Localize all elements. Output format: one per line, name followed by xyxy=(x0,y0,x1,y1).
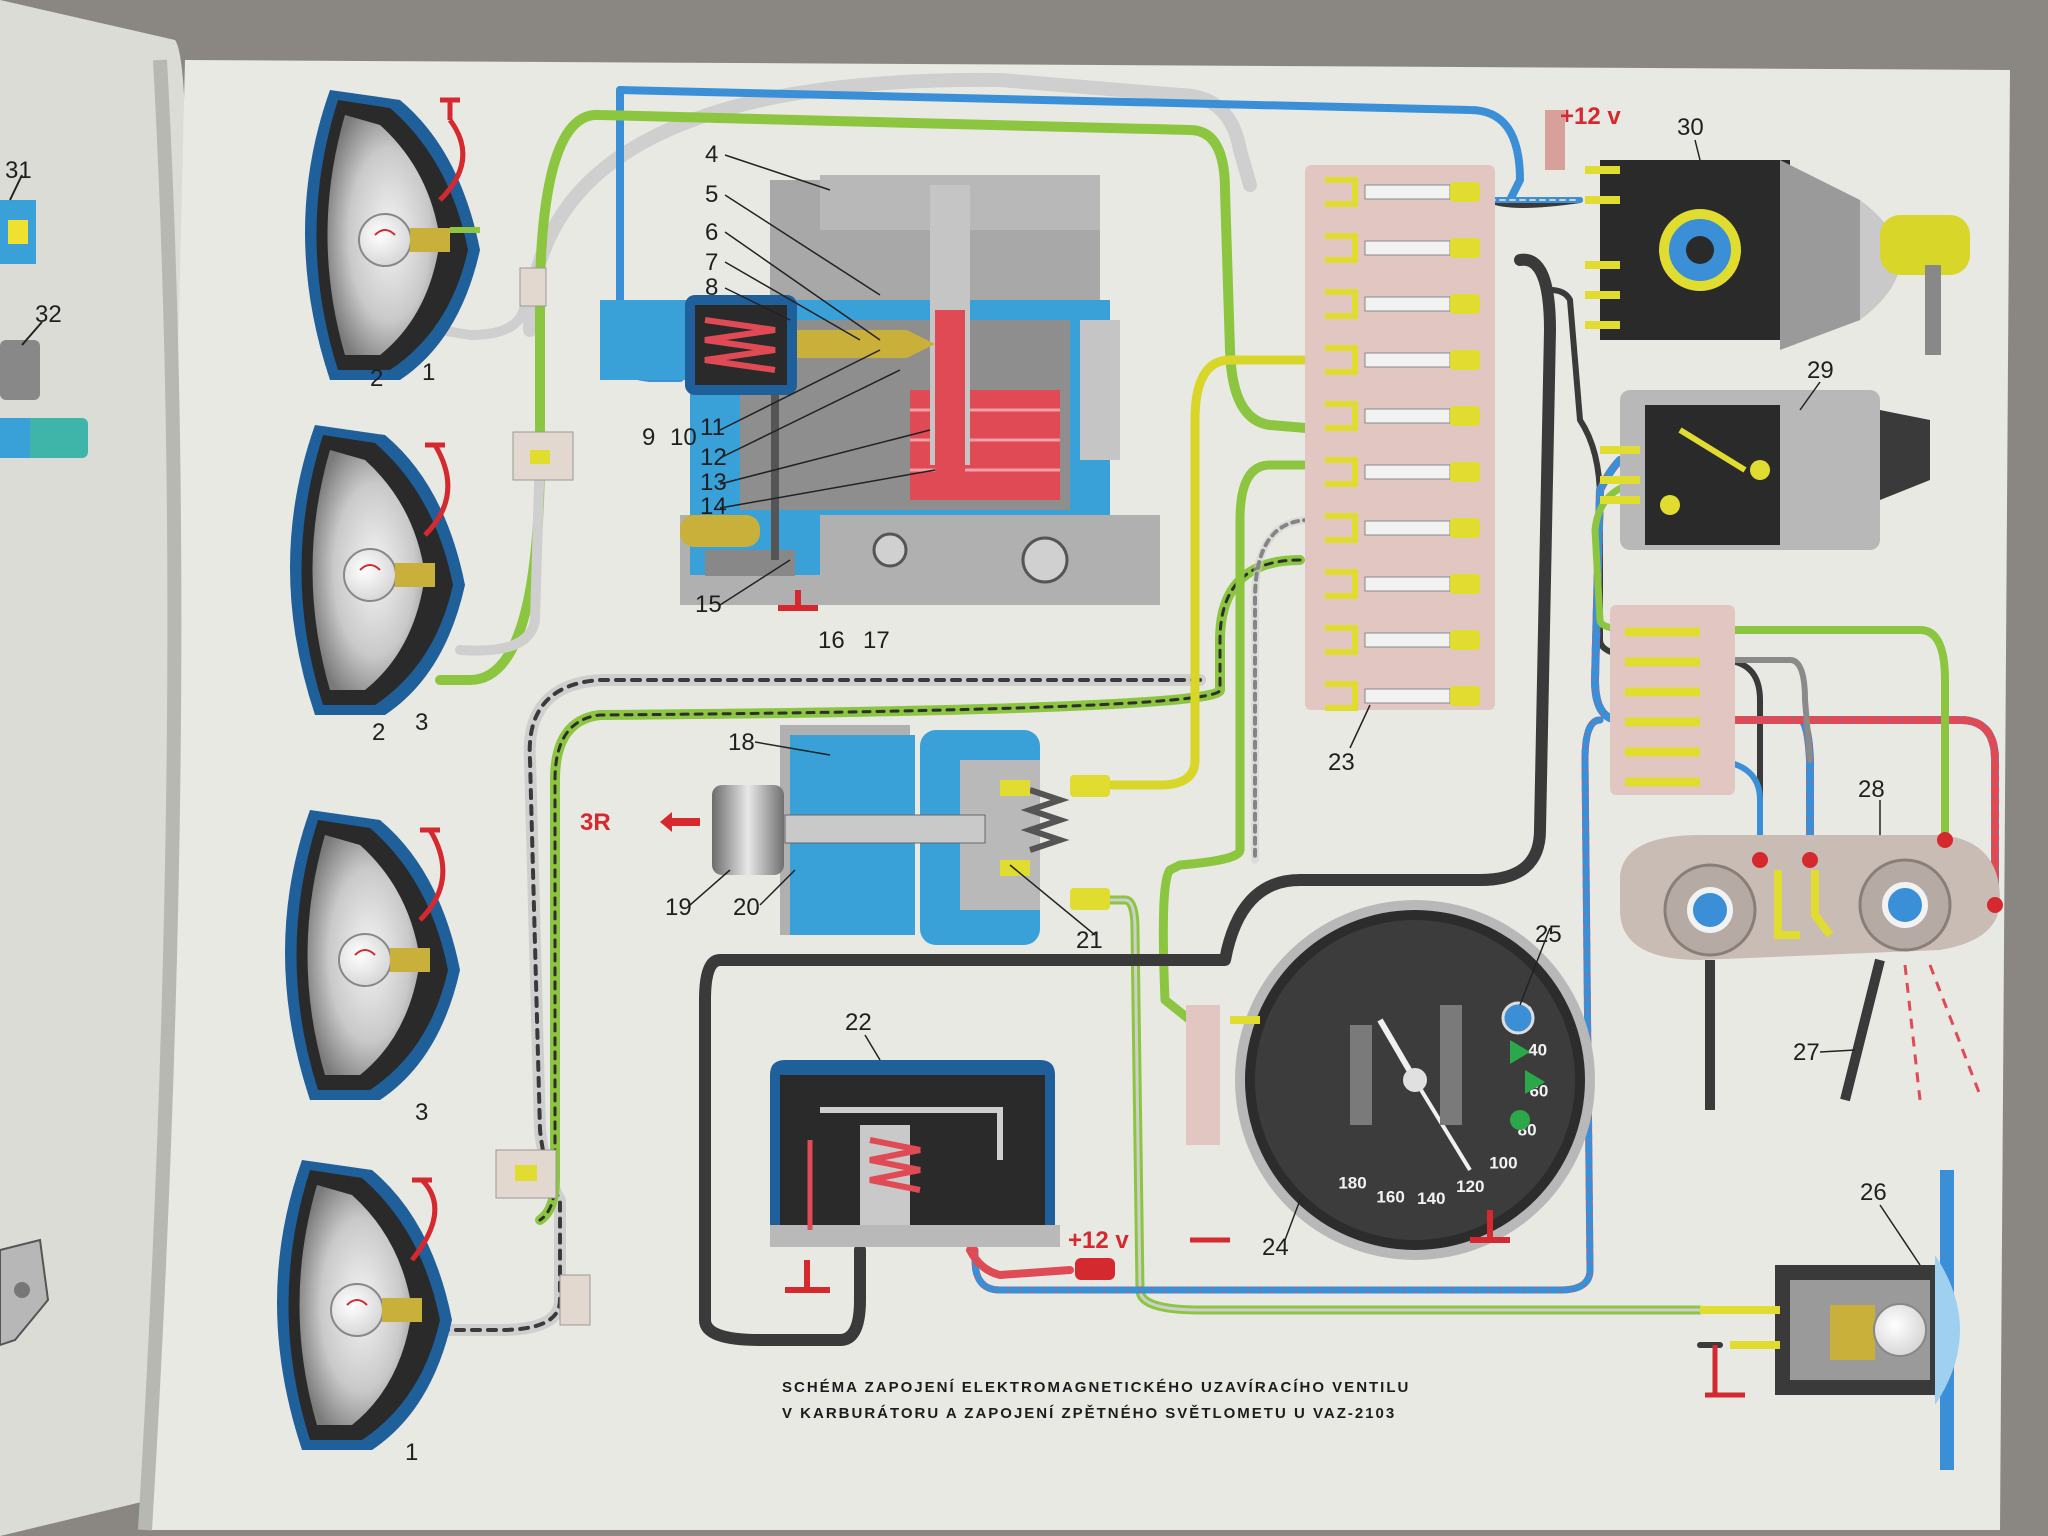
label-30: 30 xyxy=(1677,114,1704,141)
column-switch xyxy=(1620,832,2003,1110)
label-32: 32 xyxy=(35,301,62,328)
label-26: 26 xyxy=(1860,1179,1887,1206)
label-21: 21 xyxy=(1076,927,1103,954)
leader-lines xyxy=(689,139,1921,1266)
reversing-lamp xyxy=(1700,1170,1960,1470)
label-1b: 1 xyxy=(405,1439,418,1466)
label-7: 7 xyxy=(705,249,718,276)
speedometer-tick-label: 120 xyxy=(1456,1177,1484,1196)
headlamp-2-upper xyxy=(290,425,465,715)
label-28: 28 xyxy=(1858,776,1885,803)
direction-mark: 3R xyxy=(580,809,611,836)
speedometer-tick-label: 160 xyxy=(1376,1188,1404,1207)
label-4: 4 xyxy=(705,141,718,168)
headlamp-3-lower xyxy=(285,810,460,1100)
label-19: 19 xyxy=(665,894,692,921)
label-10: 10 xyxy=(670,424,697,451)
caption: SCHÉMA ZAPOJENÍ ELEKTROMAGNETICKÉHO UZAV… xyxy=(782,1379,1410,1422)
caption-line-2: V KARBURÁTORU A ZAPOJENÍ ZPĚTNÉHO SVĚTLO… xyxy=(782,1404,1396,1422)
label-2b: 2 xyxy=(372,719,385,746)
label-8: 8 xyxy=(705,274,718,301)
label-20: 20 xyxy=(733,894,760,921)
harness-connectors xyxy=(495,267,591,1326)
label-6: 6 xyxy=(705,219,718,246)
label-11: 11 xyxy=(700,414,725,441)
label-3a: 3 xyxy=(415,709,428,736)
label-23: 23 xyxy=(1328,749,1355,776)
label-2a: 2 xyxy=(370,365,383,392)
fuse xyxy=(1325,345,1480,375)
headlamp-1-top xyxy=(305,90,480,380)
speedometer-tick-label: 180 xyxy=(1338,1173,1366,1192)
fuse xyxy=(1325,177,1480,207)
callout-labels: 2 1 2 3 3 1 4 5 6 7 8 9 10 11 12 13 14 1… xyxy=(5,103,1887,1466)
fuse xyxy=(1325,233,1480,263)
fuse xyxy=(1325,457,1480,487)
relay xyxy=(770,1060,1115,1280)
label-5: 5 xyxy=(705,181,718,208)
headlamp-4-bottom xyxy=(277,1160,452,1450)
fuse xyxy=(1325,513,1480,543)
label-22: 22 xyxy=(845,1009,872,1036)
label-25: 25 xyxy=(1535,921,1562,948)
label-31: 31 xyxy=(5,157,32,184)
label-17: 17 xyxy=(863,627,890,654)
speedometer-tick-label: 40 xyxy=(1528,1041,1547,1060)
component-31-partial xyxy=(0,174,36,264)
component-32-partial xyxy=(0,321,88,458)
ground-symbols xyxy=(778,590,1510,1293)
label-13: 13 xyxy=(700,469,727,496)
speedometer: 20406080100120140160180 xyxy=(1186,900,1595,1260)
fuse xyxy=(1325,569,1480,599)
speedometer-tick-label: 100 xyxy=(1489,1153,1517,1172)
voltage-label-relay: +12 v xyxy=(1068,1227,1129,1254)
lamp-switch xyxy=(1600,390,1930,550)
backlamp-switch xyxy=(660,725,1110,945)
label-14: 14 xyxy=(700,493,727,520)
label-15: 15 xyxy=(695,591,722,618)
label-18: 18 xyxy=(728,729,755,756)
label-1a: 1 xyxy=(422,359,435,386)
voltage-label-top: +12 v xyxy=(1560,103,1621,130)
wiring xyxy=(434,72,1999,1348)
solenoid-valve xyxy=(685,295,935,395)
label-29: 29 xyxy=(1807,357,1834,384)
fuse xyxy=(1325,625,1480,655)
label-9: 9 xyxy=(642,424,655,451)
fuse xyxy=(1325,401,1480,431)
label-24: 24 xyxy=(1262,1234,1289,1261)
fuse xyxy=(1325,289,1480,319)
fuse-box xyxy=(1305,165,1495,711)
label-27: 27 xyxy=(1793,1039,1820,1066)
speedometer-tick-label: 140 xyxy=(1417,1189,1445,1208)
fuse xyxy=(1325,681,1480,711)
label-3b: 3 xyxy=(415,1099,428,1126)
label-16: 16 xyxy=(818,627,845,654)
ignition-switch xyxy=(1545,110,1970,355)
speedometer-tick-labels: 20406080100120140160180 xyxy=(1338,1003,1548,1208)
connector-block xyxy=(1610,605,1735,795)
book-spine xyxy=(138,59,182,1531)
caption-line-1: SCHÉMA ZAPOJENÍ ELEKTROMAGNETICKÉHO UZAV… xyxy=(782,1379,1410,1396)
left-page xyxy=(0,0,187,1536)
bracket-partial xyxy=(0,1238,50,1347)
